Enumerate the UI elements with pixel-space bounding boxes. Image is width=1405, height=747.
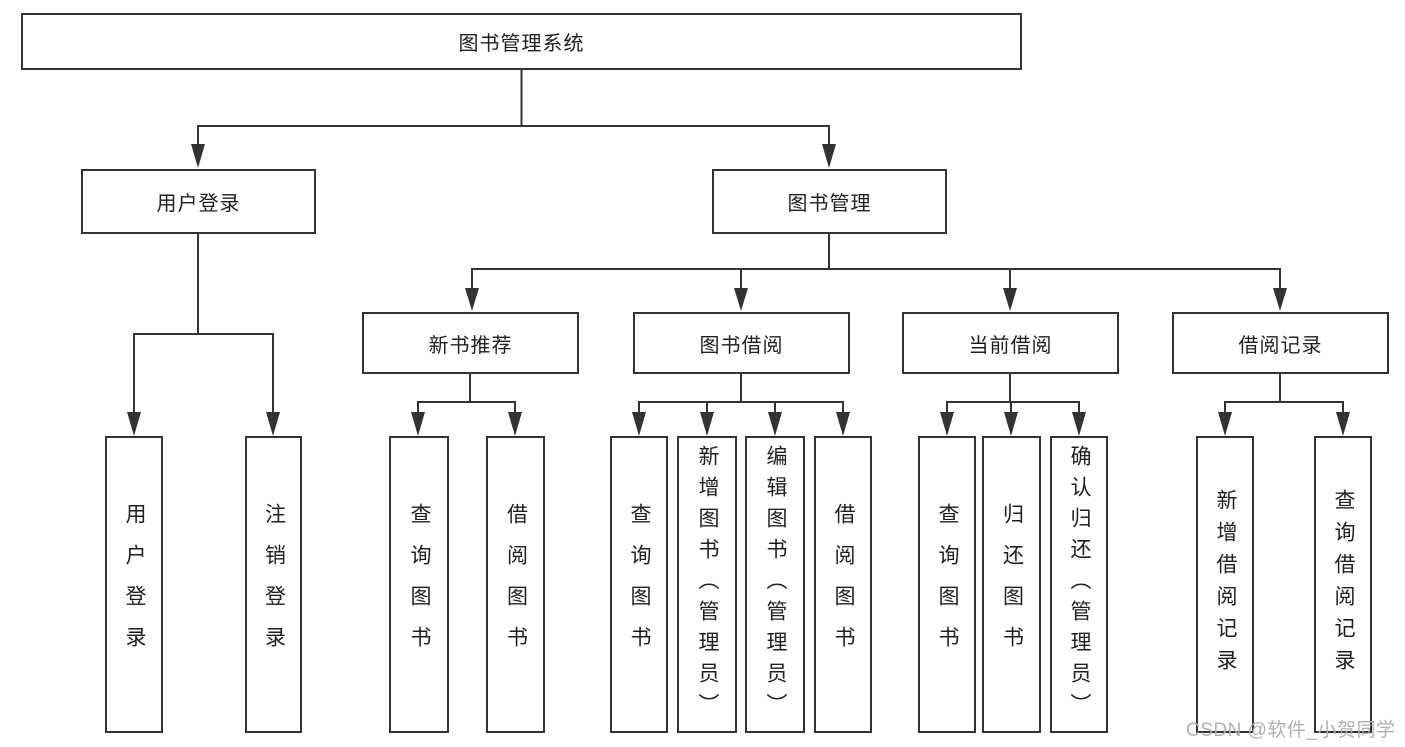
- leaf-user-login: 用户登录: [105, 436, 163, 733]
- arrow-down-icon: [734, 288, 748, 311]
- leaf-query-books-recommend: 查询图书: [389, 436, 449, 733]
- arrow-down-icon: [1218, 412, 1232, 436]
- arrow-down-icon: [940, 412, 954, 436]
- connector-current-to-leaves: [940, 374, 1086, 436]
- leaf-return-book: 归还图书: [982, 436, 1041, 733]
- arrow-down-icon: [266, 412, 280, 436]
- node-new-book-recommend: 新书推荐: [362, 312, 579, 374]
- leaf-logout: 注销登录: [245, 436, 302, 733]
- arrow-down-icon: [836, 412, 850, 436]
- node-current-borrow: 当前借阅: [902, 312, 1119, 374]
- leaf-edit-book-admin: 编辑图书（管理员）: [745, 436, 805, 733]
- arrow-down-icon: [1004, 412, 1018, 436]
- connector-root-to-level2: [191, 70, 836, 168]
- leaf-add-book-admin: 新增图书（管理员）: [677, 436, 737, 733]
- leaf-query-books-current: 查询图书: [918, 436, 976, 733]
- arrow-down-icon: [127, 412, 141, 436]
- leaf-confirm-return-admin: 确认归还（管理员）: [1050, 436, 1108, 733]
- node-book-borrow: 图书借阅: [633, 312, 850, 374]
- arrow-down-icon: [822, 144, 836, 168]
- arrow-down-icon: [1336, 412, 1350, 436]
- watermark: CSDN @软件_小贺同学: [1186, 720, 1396, 741]
- arrow-down-icon: [1273, 288, 1287, 311]
- arrow-down-icon: [465, 288, 479, 311]
- leaf-borrow-books-borrow: 借阅图书: [814, 436, 872, 733]
- node-borrow-records: 借阅记录: [1172, 312, 1389, 374]
- arrow-down-icon: [700, 412, 714, 436]
- node-user-login: 用户登录: [81, 169, 316, 234]
- arrow-down-icon: [1003, 288, 1017, 311]
- arrow-down-icon: [411, 412, 425, 436]
- leaf-borrow-books-recommend: 借阅图书: [486, 436, 545, 733]
- connector-user-login-to-leaves: [127, 234, 280, 436]
- connector-records-to-leaves: [1218, 374, 1350, 436]
- connector-book-management-to-level3: [465, 234, 1287, 311]
- node-book-management: 图书管理: [712, 169, 947, 234]
- leaf-add-borrow-record: 新增借阅记录: [1196, 436, 1254, 733]
- arrow-down-icon: [508, 412, 522, 436]
- arrow-down-icon: [768, 412, 782, 436]
- arrow-down-icon: [1072, 412, 1086, 436]
- arrow-down-icon: [191, 144, 205, 168]
- leaf-query-borrow-record: 查询借阅记录: [1314, 436, 1372, 733]
- connector-recommend-to-leaves: [411, 374, 522, 436]
- node-root-system: 图书管理系统: [21, 13, 1022, 70]
- arrow-down-icon: [632, 412, 646, 436]
- leaf-query-books-borrow: 查询图书: [610, 436, 668, 733]
- connector-borrow-to-leaves: [632, 374, 850, 436]
